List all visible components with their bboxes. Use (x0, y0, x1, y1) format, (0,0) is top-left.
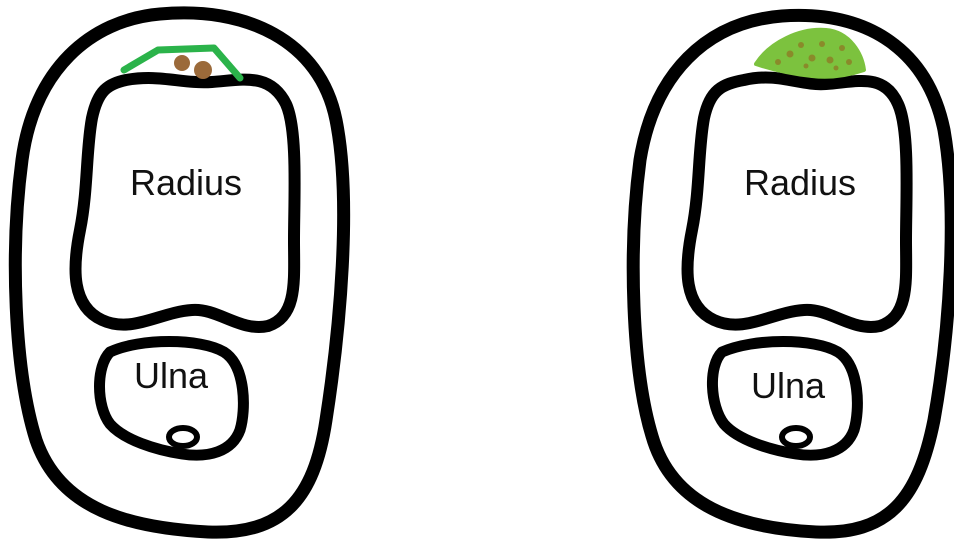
right-speckle (846, 59, 852, 65)
right-speckle (775, 59, 781, 65)
right-speckle (827, 57, 834, 64)
left-ulna-label: Ulna (134, 355, 209, 396)
right-cross-section: Radius Ulna (633, 15, 951, 532)
right-speckle (804, 64, 809, 69)
right-ulna-canal (782, 428, 810, 446)
left-ulna-canal (169, 428, 197, 446)
right-speckle (787, 51, 794, 58)
right-speckle (809, 55, 816, 62)
left-nodule (174, 55, 190, 71)
left-cross-section: Radius Ulna (15, 13, 343, 532)
right-ulna-label: Ulna (751, 365, 826, 406)
right-speckle (798, 42, 804, 48)
right-tendon-band (756, 30, 864, 77)
left-radius-label: Radius (130, 162, 242, 203)
right-speckle (839, 45, 845, 51)
right-speckle (834, 66, 839, 71)
right-speckle (819, 41, 825, 47)
right-radius-label: Radius (744, 162, 856, 203)
left-nodule (194, 61, 212, 79)
